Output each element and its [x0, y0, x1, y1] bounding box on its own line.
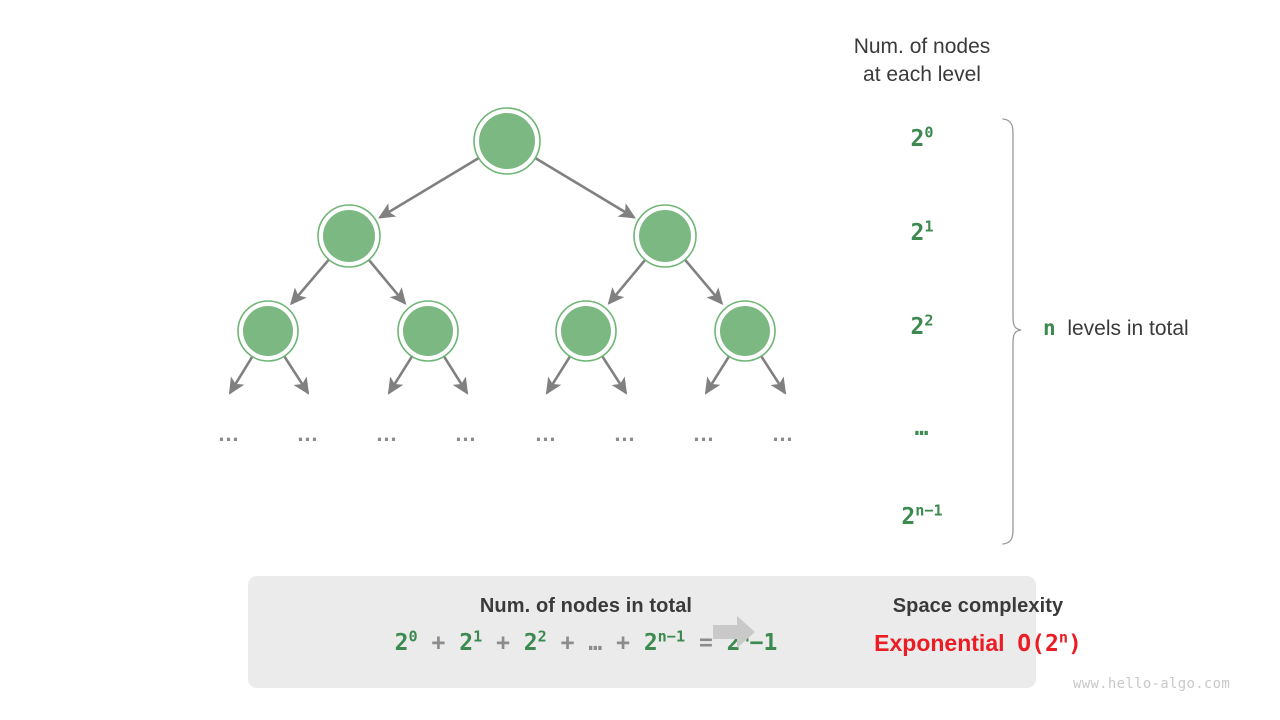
- levels-brace: [1002, 118, 1022, 545]
- level-count-1: 21: [852, 217, 992, 246]
- tree-edge: [759, 353, 787, 395]
- tree-edge: [704, 354, 732, 395]
- level-count-3: …: [852, 415, 992, 441]
- tree-edge: [290, 257, 331, 306]
- tree-node: [714, 300, 776, 362]
- tree-node: [237, 300, 299, 362]
- tree-edge: [607, 258, 647, 305]
- level-count-base: 2: [910, 220, 925, 246]
- formula-term-3: +: [496, 630, 510, 656]
- total-nodes-heading: Num. of nodes in total: [479, 595, 693, 617]
- leaf-ellipsis-3: …: [454, 421, 478, 446]
- level-count-exponent: 0: [924, 123, 934, 142]
- total-levels-label: n levels in total: [1043, 316, 1189, 341]
- levels-text: levels in total: [1067, 317, 1189, 340]
- formula-term-4: 22: [523, 627, 547, 656]
- tree-edge: [378, 155, 482, 219]
- formula-term-exponent: n−1: [657, 627, 686, 646]
- legend-title: Num. of nodes at each level: [853, 35, 991, 86]
- complexity-notation: O(2n): [1017, 628, 1082, 657]
- formula-term-5: +: [560, 630, 575, 656]
- level-count-4: 2n−1: [852, 501, 992, 530]
- level-count-exponent: 2: [924, 311, 934, 330]
- space-complexity-value: Exponential O(2n): [738, 630, 1218, 657]
- level-count-2: 22: [852, 311, 992, 340]
- watermark: www.hello-algo.com: [1073, 676, 1231, 692]
- level-count-base: …: [914, 415, 930, 441]
- level-count-base: 2: [910, 126, 925, 152]
- formula-term-1: +: [431, 630, 446, 656]
- level-count-exponent: 1: [924, 217, 934, 236]
- level-count-base: 2: [910, 314, 925, 340]
- tree-nodes: [237, 107, 776, 362]
- leaf-ellipsis-6: …: [692, 421, 716, 446]
- tree-edge: [367, 258, 407, 305]
- tree-edge: [532, 155, 636, 219]
- tree-node: [633, 204, 697, 268]
- levels-variable: n: [1043, 316, 1056, 340]
- tree-edge: [441, 354, 469, 395]
- formula-term-2: 21: [459, 627, 483, 656]
- formula-term-0: 20: [394, 627, 418, 656]
- tree-edge: [387, 354, 415, 395]
- level-count-0: 20: [852, 123, 992, 152]
- formula-term-7: +: [616, 630, 630, 656]
- tree-edge: [228, 354, 255, 395]
- leaf-ellipsis-5: …: [613, 421, 637, 446]
- tree-edge: [683, 258, 724, 306]
- tree-leaf-edges: [228, 353, 787, 395]
- formula-term-exponent: 1: [473, 627, 483, 646]
- right-block-arrow-icon: [713, 616, 755, 648]
- leaf-ellipsis-1: …: [296, 421, 320, 446]
- level-count-exponent: n−1: [915, 501, 943, 520]
- tree-edges: [290, 155, 724, 306]
- leaf-ellipsis-4: …: [534, 421, 558, 446]
- tree-edge: [545, 354, 573, 395]
- complexity-word: Exponential: [874, 630, 1005, 656]
- leaf-ellipsis-7: …: [771, 421, 795, 446]
- formula-term-9: =: [698, 630, 713, 656]
- formula-term-6: …: [588, 630, 603, 656]
- space-complexity-heading: Space complexity: [892, 595, 1064, 617]
- summary-panel: Num. of nodes in total 20 + 21 + 22 + … …: [248, 576, 1082, 688]
- formula-term-8: 2n−1: [643, 627, 686, 656]
- formula-term-exponent: 2: [537, 627, 547, 646]
- leaf-ellipsis-0: …: [217, 421, 241, 446]
- tree-edge: [600, 353, 628, 395]
- tree-node: [473, 107, 541, 175]
- tree-node: [397, 300, 459, 362]
- level-count-base: 2: [901, 504, 916, 530]
- summary-right-column: Space complexity Exponential O(2n): [738, 595, 1218, 657]
- leaf-ellipsis-2: …: [375, 421, 399, 446]
- tree-node: [555, 300, 617, 362]
- tree-edge: [282, 353, 310, 395]
- formula-term-exponent: 0: [408, 627, 418, 646]
- tree-node: [317, 204, 381, 268]
